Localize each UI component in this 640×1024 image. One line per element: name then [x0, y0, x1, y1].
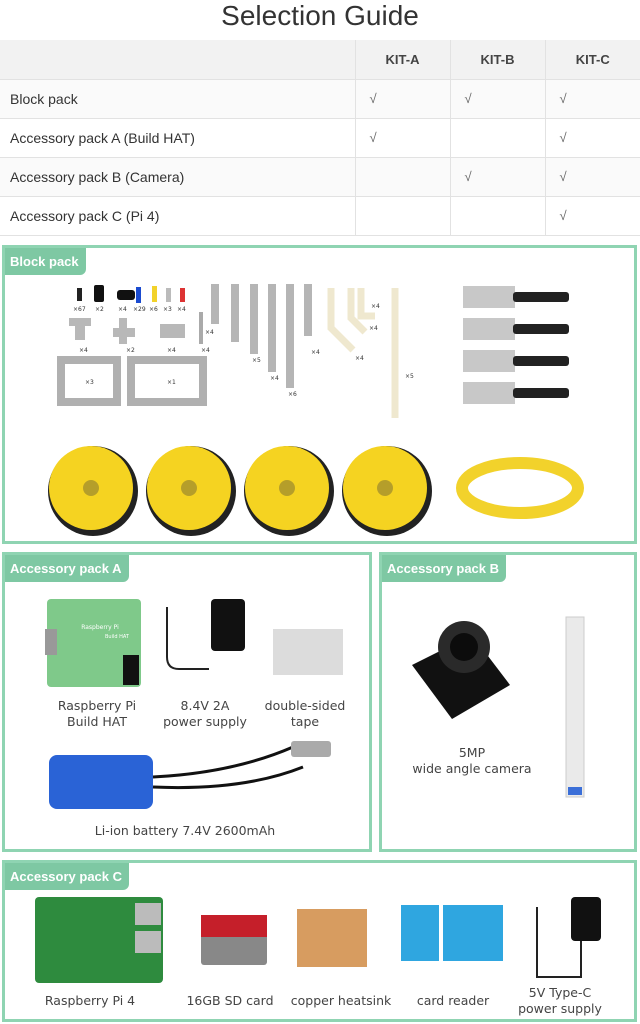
white-beams-icon	[327, 288, 399, 418]
col-header-kit-c: KIT-C	[544, 40, 640, 80]
accessory-pack-c-image	[35, 897, 601, 983]
psu-icon	[211, 599, 245, 651]
block-pack-image: ×67 ×2 ×4 ×29 ×6 ×3 ×4 ×4 ×2 ×4 ×4 ×3 ×1	[48, 284, 584, 536]
block-pack-panel: Block pack ×67 ×2 ×4 ×29 ×6 ×3 ×4 ×4 ×2 …	[2, 245, 637, 544]
count-label: ×67	[73, 306, 86, 313]
count-label: ×4	[369, 325, 378, 332]
table-row: Accessory pack B (Camera) √ √	[0, 157, 640, 197]
raspberry-pi-4-icon	[35, 897, 163, 983]
row-label: Block pack	[0, 79, 355, 119]
count-label: ×4	[355, 355, 364, 362]
board-title: Raspberry Pi	[81, 624, 119, 631]
heatsink-icon	[297, 909, 367, 967]
build-hat-icon	[47, 599, 141, 687]
count-label: ×3	[85, 379, 94, 386]
psu-cable-icon	[166, 607, 209, 670]
table-row: Accessory pack A (Build HAT) √ √	[0, 118, 640, 158]
selection-table: KIT-A KIT-B KIT-C Block pack √ √ √ Acces…	[0, 40, 640, 236]
heatsink-caption: copper heatsink	[290, 993, 392, 1008]
table-row: Accessory pack C (Pi 4) √	[0, 196, 640, 236]
check-cell: √	[354, 79, 450, 119]
small-parts-icon	[77, 285, 185, 303]
count-label: ×5	[405, 373, 414, 380]
card-reader-icon	[401, 905, 439, 961]
motors-icon	[463, 286, 569, 404]
count-label: ×2	[95, 306, 104, 313]
row-label: Accessory pack C (Pi 4)	[0, 196, 355, 236]
tape-icon	[273, 629, 343, 675]
check-cell: √	[544, 196, 640, 236]
check-cell: √	[449, 157, 545, 197]
reader-caption: card reader	[416, 993, 490, 1008]
count-label: ×4	[118, 306, 127, 313]
accessory-pack-c-tag: Accessory pack C	[5, 863, 130, 890]
frame-part-icon	[127, 356, 207, 406]
accessory-pack-b-tag: Accessory pack B	[382, 555, 507, 582]
count-label: ×2	[126, 347, 135, 354]
table-row: Block pack √ √ √	[0, 79, 640, 119]
gray-beams-icon	[211, 284, 312, 388]
col-header-kit-b: KIT-B	[449, 40, 545, 80]
accessory-pack-a-panel: Accessory pack A Raspberry Pi Build HAT …	[2, 552, 372, 852]
check-cell: √	[544, 157, 640, 197]
check-cell	[354, 196, 450, 236]
frame-part-icon	[57, 356, 121, 406]
table-header-row: KIT-A KIT-B KIT-C	[0, 40, 640, 80]
row-label: Accessory pack A (Build HAT)	[0, 118, 355, 158]
count-label: ×3	[163, 306, 172, 313]
count-label: ×4	[167, 347, 176, 354]
count-label: ×4	[371, 303, 380, 310]
battery-icon	[49, 755, 153, 809]
ribbon-cable-icon	[565, 616, 585, 798]
count-label: ×6	[288, 391, 297, 398]
block-pack-tag: Block pack	[5, 248, 86, 275]
accessory-pack-c-panel: Accessory pack C Raspberry Pi 4 16GB SD …	[2, 860, 637, 1022]
page-title: Selection Guide	[221, 0, 419, 31]
count-label: ×1	[167, 379, 176, 386]
table-header-blank	[0, 40, 355, 80]
usb-c-cable-icon	[536, 907, 582, 978]
check-cell: √	[544, 118, 640, 158]
accessory-pack-a-tag: Accessory pack A	[5, 555, 129, 582]
count-label: ×29	[133, 306, 146, 313]
count-label: ×4	[270, 375, 279, 382]
count-label: ×4	[311, 349, 320, 356]
row-label: Accessory pack B (Camera)	[0, 157, 355, 197]
pi-caption: Raspberry Pi 4	[44, 993, 136, 1008]
check-cell	[354, 157, 450, 197]
sd-caption: 16GB SD card	[186, 993, 274, 1008]
mecanum-wheels-icon	[48, 446, 432, 536]
board-subtitle: Build HAT	[105, 634, 130, 640]
check-cell: √	[354, 118, 450, 158]
check-cell	[449, 118, 545, 158]
accessory-pack-b-image	[412, 616, 585, 798]
strap-icon	[456, 457, 584, 519]
check-cell	[449, 196, 545, 236]
count-label: ×4	[79, 347, 88, 354]
count-label: ×4	[205, 329, 214, 336]
usb-c-psu-icon	[571, 897, 601, 941]
count-label: ×4	[177, 306, 186, 313]
check-cell: √	[544, 79, 640, 119]
barrel-plug-icon	[291, 741, 331, 757]
col-header-kit-a: KIT-A	[354, 40, 450, 80]
count-label: ×5	[252, 357, 261, 364]
battery-caption: Li-ion battery 7.4V 2600mAh	[94, 823, 276, 838]
accessory-pack-a-image: Raspberry Pi Build HAT	[45, 599, 343, 809]
connector-parts-icon	[69, 312, 203, 344]
battery-cable-icon	[152, 745, 294, 779]
check-cell: √	[449, 79, 545, 119]
count-label: ×4	[201, 347, 210, 354]
count-label: ×6	[149, 306, 158, 313]
